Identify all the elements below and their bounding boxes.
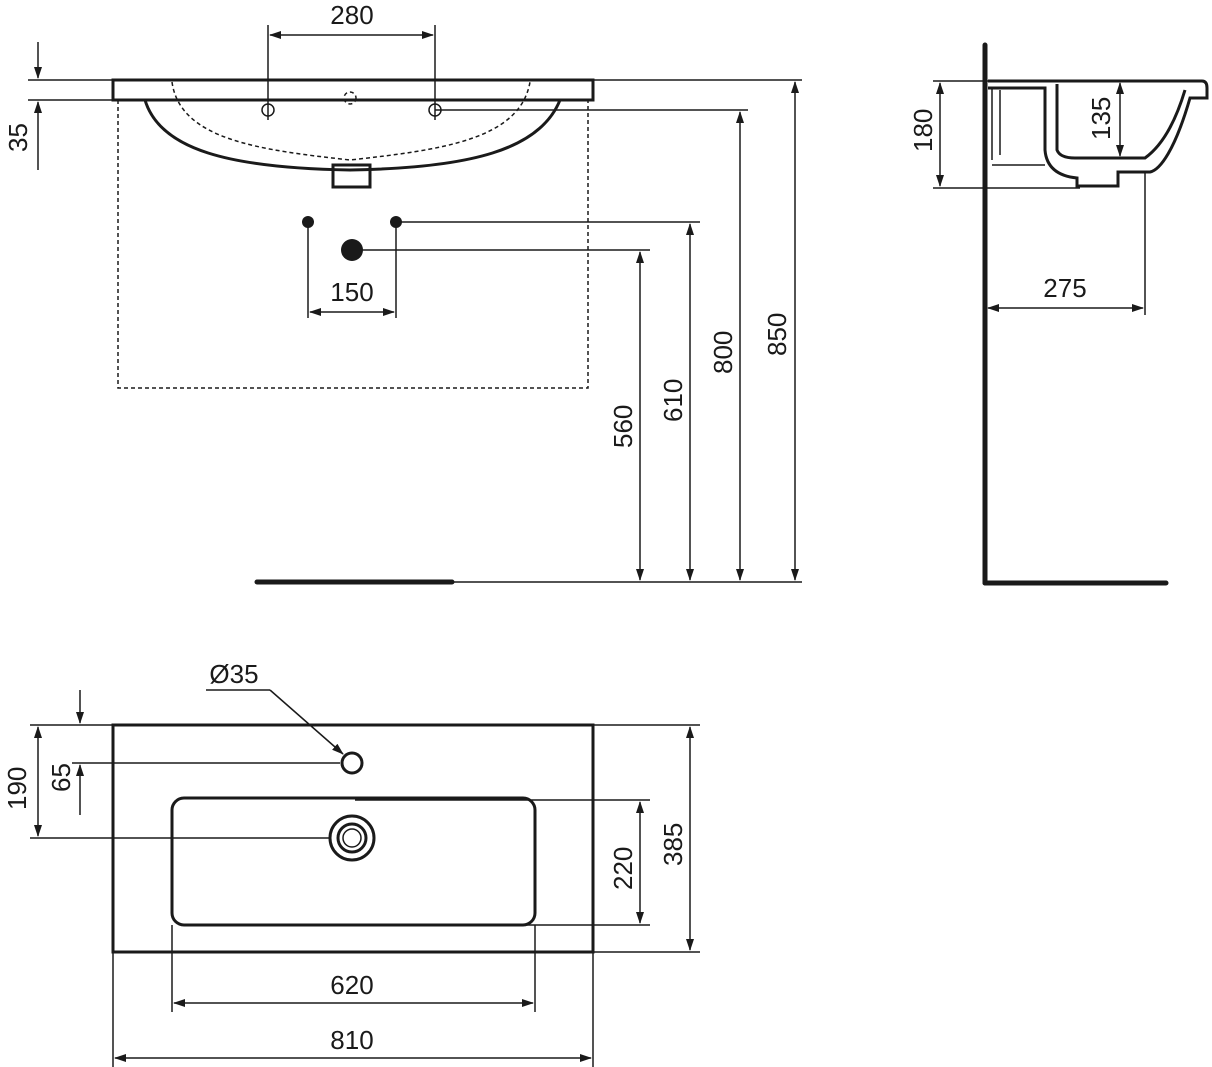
drain-trap: [331, 163, 372, 189]
dim-overflow-height: 800: [708, 331, 738, 374]
dim-tap-spacing: 280: [330, 0, 373, 30]
bowl-outline: [170, 796, 537, 927]
dim-tap-hole-offset: 190: [2, 767, 32, 810]
dim-overall-depth: 385: [658, 823, 688, 866]
front-view: 280 35 150 560 610 800 850: [3, 0, 802, 585]
dim-connection-spacing: 150: [330, 277, 373, 307]
dim-supply-height: 610: [658, 379, 688, 422]
tap-hole: [340, 751, 364, 775]
dim-projection: 275: [1043, 273, 1086, 303]
dim-bowl-depth-top: 220: [608, 847, 638, 890]
cabinet-outline: [117, 99, 589, 389]
dim-tap-to-edge: 65: [46, 763, 76, 792]
dim-bowl-depth: 135: [1086, 97, 1116, 140]
side-view: 180 135 275: [908, 42, 1209, 586]
top-view: Ø35 190 65 220 385 620 810: [2, 659, 700, 1067]
basin-rim: [111, 78, 595, 102]
dim-rim-thickness: 35: [3, 123, 33, 152]
dim-bowl-width: 620: [330, 970, 373, 1000]
basin-profile: [988, 79, 1209, 188]
basin-bowl: [143, 99, 562, 172]
dim-drain-height: 560: [608, 405, 638, 448]
dim-overall-width: 810: [330, 1025, 373, 1055]
dim-tap-hole: Ø35: [209, 659, 258, 689]
dim-basin-depth: 180: [908, 109, 938, 152]
dim-rim-height: 850: [762, 313, 792, 356]
